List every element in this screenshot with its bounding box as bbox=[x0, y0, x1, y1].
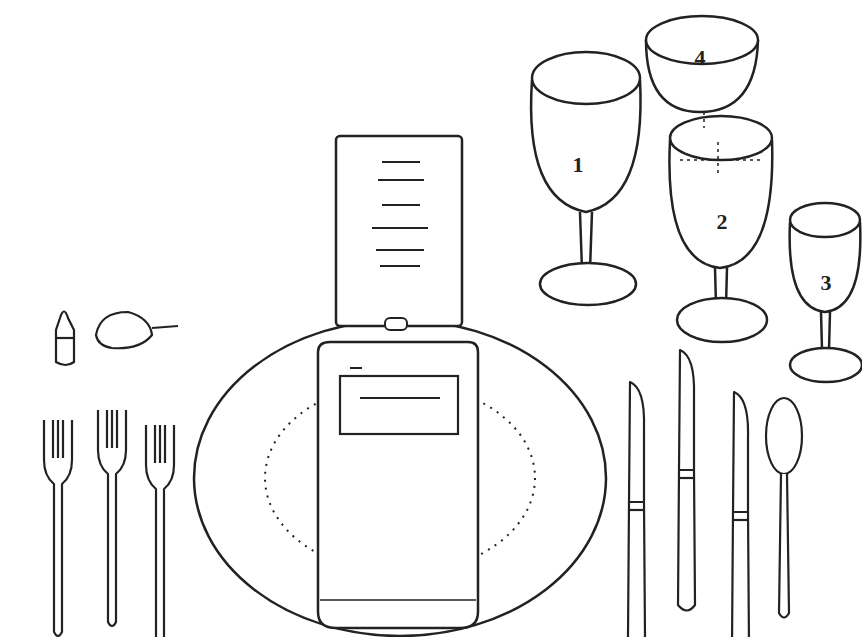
condiments bbox=[56, 312, 178, 366]
callout-number: 2 bbox=[717, 211, 728, 233]
glasses bbox=[531, 16, 862, 382]
callout-number: 1 bbox=[573, 154, 584, 176]
menu-card bbox=[336, 136, 462, 330]
callout-number: 3 bbox=[821, 272, 832, 294]
callout-number: 4 bbox=[695, 47, 706, 69]
napkin bbox=[318, 342, 478, 628]
